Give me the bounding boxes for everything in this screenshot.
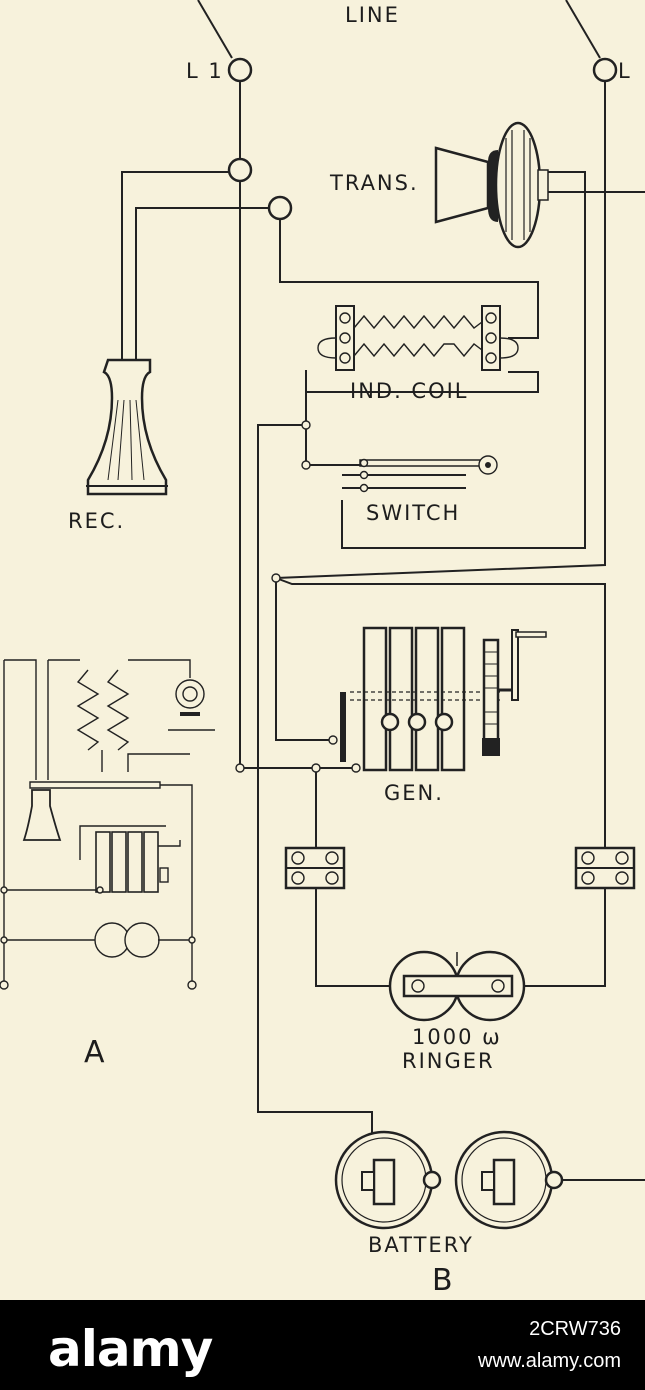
battery: BATTERY B [334,1130,564,1298]
ringer: 1000 ω RINGER [388,950,526,1073]
hook-switch: SWITCH [359,455,498,525]
generator: GEN. [328,626,547,805]
transmitter: TRANS. [329,121,549,249]
induction-coil: IND. COIL [317,305,519,403]
receiver: REC. [68,358,168,533]
l2-terminal [592,57,618,83]
watermark-footer: alamy 2CRW736 www.alamy.com [0,1300,645,1390]
ringer-ohms-label: 1000 ω [412,1025,502,1049]
generator-label: GEN. [384,781,444,805]
terminals [227,57,618,773]
l1-label: L 1 [186,59,224,83]
l1-terminal [227,57,253,83]
site-url: www.alamy.com [478,1350,621,1372]
switch-label: SWITCH [366,501,460,525]
line-header: LINE L 1 L [186,0,632,83]
transmitter-label: TRANS. [329,171,419,195]
telephone-circuit-diagram: LINE L 1 L [0,0,645,1298]
receiver-terminal-2 [267,195,293,221]
ringer-label: RINGER [402,1049,495,1073]
battery-label: BATTERY [368,1233,474,1257]
receiver-label: REC. [68,509,125,533]
line-label: LINE [345,3,400,27]
brand-logo: alamy [48,1320,213,1378]
figure-a-schematic: A [0,659,215,1070]
receiver-terminal-1 [227,157,253,183]
circuit-wires [121,80,645,1181]
figure-a-label: A [84,1035,105,1070]
image-code: 2CRW736 [529,1318,621,1340]
l2-label: L [618,59,632,83]
figure-b-label: B [432,1263,453,1298]
ringer-terminals [284,846,636,890]
ind-coil-label: IND. COIL [350,379,469,403]
